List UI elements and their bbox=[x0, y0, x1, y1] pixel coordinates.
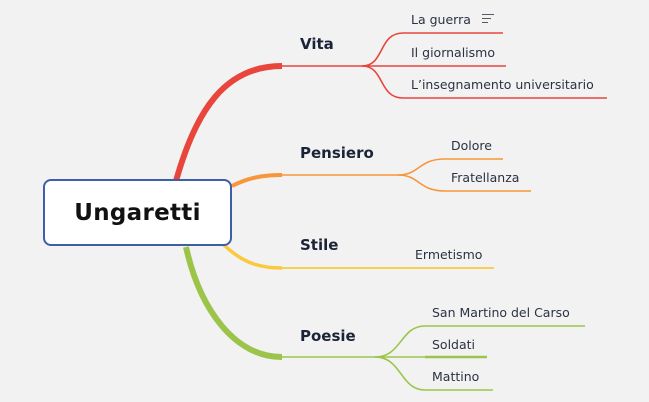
topic-poesie-label: Poesie bbox=[300, 327, 356, 345]
subtopic-dolore-label: Dolore bbox=[451, 138, 492, 153]
subtopic-insegnamento-universitario[interactable]: L’insegnamento universitario bbox=[411, 77, 594, 92]
topic-poesie[interactable]: Poesie bbox=[300, 327, 356, 345]
subtopic-mattino-label: Mattino bbox=[432, 369, 480, 384]
subtopic-mattino[interactable]: Mattino bbox=[432, 369, 479, 384]
subtopic-soldati[interactable]: Soldati bbox=[432, 337, 475, 352]
central-topic-label: Ungaretti bbox=[74, 199, 201, 226]
topic-vita[interactable]: Vita bbox=[300, 35, 334, 53]
stile-connectors bbox=[222, 243, 494, 270]
subtopic-san-martino-label: San Martino del Carso bbox=[432, 305, 570, 320]
poesie-connectors bbox=[183, 246, 585, 391]
topic-pensiero[interactable]: Pensiero bbox=[300, 144, 374, 162]
topic-stile-label: Stile bbox=[300, 236, 339, 254]
topic-pensiero-label: Pensiero bbox=[300, 144, 374, 162]
notes-lines-icon[interactable] bbox=[482, 14, 494, 24]
subtopic-insegnamento-label: L’insegnamento universitario bbox=[411, 77, 594, 92]
pensiero-connectors bbox=[231, 158, 531, 192]
subtopic-san-martino-del-carso[interactable]: San Martino del Carso bbox=[432, 305, 570, 320]
subtopic-fratellanza[interactable]: Fratellanza bbox=[451, 170, 519, 185]
subtopic-il-giornalismo-label: Il giornalismo bbox=[411, 45, 495, 60]
subtopic-la-guerra-label: La guerra bbox=[411, 12, 471, 27]
subtopic-il-giornalismo[interactable]: Il giornalismo bbox=[411, 45, 495, 60]
subtopic-ermetismo[interactable]: Ermetismo bbox=[415, 247, 482, 262]
subtopic-soldati-label: Soldati bbox=[432, 337, 476, 352]
topic-stile[interactable]: Stile bbox=[300, 236, 338, 254]
subtopic-ermetismo-label: Ermetismo bbox=[415, 247, 483, 262]
vita-connectors bbox=[173, 32, 607, 182]
subtopic-fratellanza-label: Fratellanza bbox=[451, 170, 520, 185]
topic-vita-label: Vita bbox=[300, 35, 334, 53]
subtopic-la-guerra[interactable]: La guerra bbox=[411, 12, 471, 27]
subtopic-dolore[interactable]: Dolore bbox=[451, 138, 492, 153]
central-topic[interactable]: Ungaretti bbox=[43, 179, 232, 246]
